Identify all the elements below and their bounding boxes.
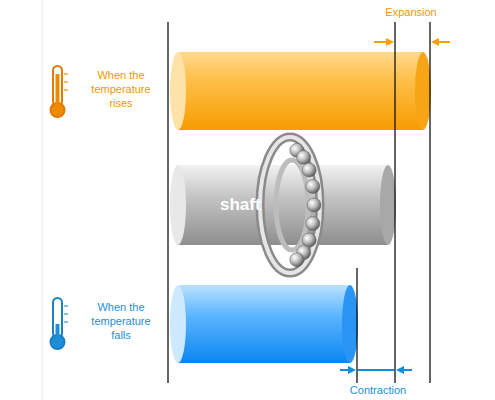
expansion-arrows xyxy=(374,38,450,46)
dimension-label: Expansion xyxy=(371,5,451,19)
condition-label: When the temperature falls xyxy=(81,300,161,342)
contraction-arrows xyxy=(340,366,412,374)
condition-label: When the temperature rises xyxy=(81,68,161,110)
expanded-shaft xyxy=(170,52,431,130)
reference-line xyxy=(168,22,430,383)
part-name: shaft xyxy=(220,195,261,215)
shaft-cylinder xyxy=(170,165,396,245)
shaft-body: shaft xyxy=(220,195,261,215)
thermometer-cold xyxy=(51,298,69,349)
ball-bearing xyxy=(260,137,321,273)
contracted-shaft xyxy=(170,285,358,363)
dimension-label: Contraction xyxy=(338,383,418,397)
thermometer-hot xyxy=(51,66,69,117)
